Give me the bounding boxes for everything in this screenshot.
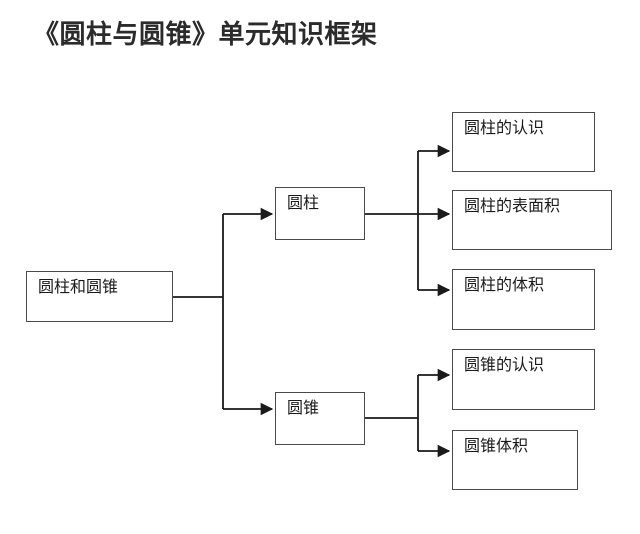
node-cone-volume[interactable]: 圆锥体积 [452,430,578,490]
node-root-cylinder-and-cone[interactable]: 圆柱和圆锥 [26,271,173,322]
connector-cylinder-branch [365,144,451,297]
node-cylinder-surface-area[interactable]: 圆柱的表面积 [452,190,612,250]
node-cone-recognition[interactable]: 圆锥的认识 [452,349,595,410]
node-cylinder-recognition[interactable]: 圆柱的认识 [452,112,595,172]
page-title: 《圆柱与圆锥》单元知识框架 [33,19,378,49]
node-cylinder-volume[interactable]: 圆柱的体积 [452,269,595,330]
node-cylinder[interactable]: 圆柱 [275,187,365,240]
connector-root-trunk [173,207,274,416]
connector-cone-branch [365,368,451,458]
node-cone[interactable]: 圆锥 [275,392,365,445]
